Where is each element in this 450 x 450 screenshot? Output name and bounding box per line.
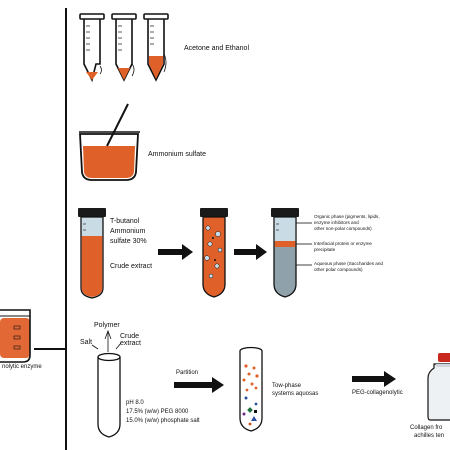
solvent-tube-2 [111, 13, 137, 82]
salt-label: Salt [80, 339, 93, 346]
organic-phase-label-1: Organic phase (pigments, lipids, [314, 214, 380, 219]
solvent-tube-1 [79, 13, 105, 83]
interfacial-label-1: Interfacial protein or enzyme [314, 241, 372, 246]
crude-extract-top-label: Crude [120, 333, 140, 340]
collagen-label-1: Collagen fro [410, 425, 443, 431]
two-phase-label-1: Tow-phase [272, 383, 302, 389]
solvent-tube-3 [143, 13, 169, 82]
ph-label: pH 8.0 [126, 400, 144, 406]
aqueous-phase-label-2: other polar compounds) [314, 267, 363, 272]
arrow-to-separated [234, 244, 267, 260]
arrow-to-shaken [158, 244, 193, 260]
shaken-tube [200, 208, 228, 298]
organic-phase-label-2: enzyme inhibitors and [314, 220, 359, 225]
tbutanol-label-2: Ammonium [110, 228, 146, 235]
collagen-label-2: achilles ten [414, 433, 445, 439]
collagen-jar [427, 353, 450, 421]
phosphate-concentration-label: 15.0% (w/w) phosphate salt [126, 418, 200, 424]
peg-arrow [352, 371, 396, 387]
tbutanol-tube-1 [78, 208, 106, 299]
crude-extract-bottom-label: extract [120, 340, 142, 347]
atps-empty-tube [91, 329, 122, 438]
organic-phase-label-3: other non-polar compounds) [314, 226, 372, 231]
ammonium-label: Ammonium sulfate [148, 151, 206, 158]
enzyme-beaker [0, 309, 31, 363]
partition-label: Partition [176, 370, 199, 376]
aqueous-phase-label-1: Aqueous phase (Saccharides and [314, 261, 383, 266]
polymer-label: Polymer [94, 322, 120, 329]
interfacial-label-2: precipitate [314, 247, 336, 252]
tbutanol-label-3: sulfate 30% [110, 238, 147, 245]
peg-collagenolytic-label: PEG-collagenolytic [352, 390, 403, 396]
ammonium-beaker [79, 103, 140, 181]
tbutanol-label-1: T-butanol [110, 218, 140, 225]
separated-tube [271, 208, 299, 298]
peg-concentration-label: 17.5% (w/w) PEG 8000 [126, 409, 189, 415]
partition-arrow [174, 377, 224, 393]
enzyme-label: nolytic enzyme [2, 364, 42, 370]
two-phase-tube [239, 346, 263, 432]
crude-extract-label: Crude extract [110, 263, 153, 270]
solvents-label: Acetone and Ethanol [184, 45, 249, 52]
two-phase-label-2: systems aquosas [272, 391, 319, 397]
